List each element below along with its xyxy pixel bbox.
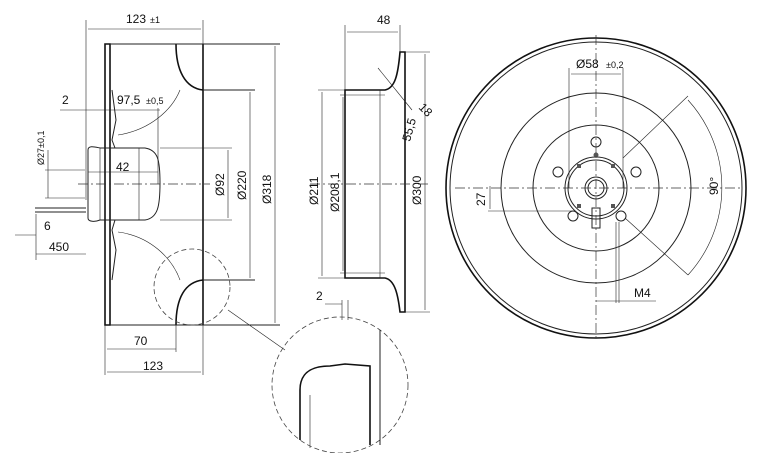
thread-m4: M4 bbox=[634, 286, 651, 300]
dia-58: Ø58 bbox=[576, 57, 599, 71]
dia-211: Ø211 bbox=[307, 176, 321, 205]
dia-220: Ø220 bbox=[235, 170, 249, 200]
dia-58-tolerance: ±0,2 bbox=[606, 60, 623, 70]
dim-123-bottom: 123 bbox=[143, 359, 163, 373]
section-view: 48 18 55,5 Ø211 Ø208,1 Ø300 2 bbox=[307, 13, 435, 320]
dim-2: 2 bbox=[62, 93, 69, 107]
side-view: 123 ±1 2 97,5 ±0,5 42 6 450 70 123 Ø27±0… bbox=[15, 12, 286, 375]
dim-55-5: 55,5 bbox=[399, 116, 419, 142]
dim-width-tolerance: ±1 bbox=[150, 15, 160, 25]
dim-70: 70 bbox=[134, 334, 148, 348]
dim-width-total: 123 bbox=[126, 12, 146, 26]
dim-97-5-tolerance: ±0,5 bbox=[146, 96, 163, 106]
dim-42: 42 bbox=[116, 160, 130, 174]
dim-450: 450 bbox=[49, 240, 69, 254]
dim-18: 18 bbox=[416, 100, 436, 120]
angle-90: 90° bbox=[707, 177, 721, 195]
dia-208-1: Ø208,1 bbox=[328, 172, 342, 212]
dia-318: Ø318 bbox=[260, 174, 274, 204]
dia-92: Ø92 bbox=[213, 173, 227, 196]
dim-2-detail: 2 bbox=[316, 289, 323, 303]
front-view: Ø58 ±0,2 90° 27 M4 bbox=[445, 35, 747, 340]
dim-97-5: 97,5 bbox=[117, 93, 141, 107]
detail-view bbox=[271, 316, 409, 453]
dia-27: Ø27±0,1 bbox=[36, 131, 46, 165]
dim-48: 48 bbox=[377, 13, 391, 27]
dim-6: 6 bbox=[44, 219, 51, 233]
dim-27: 27 bbox=[474, 192, 488, 206]
dia-300: Ø300 bbox=[410, 175, 424, 205]
